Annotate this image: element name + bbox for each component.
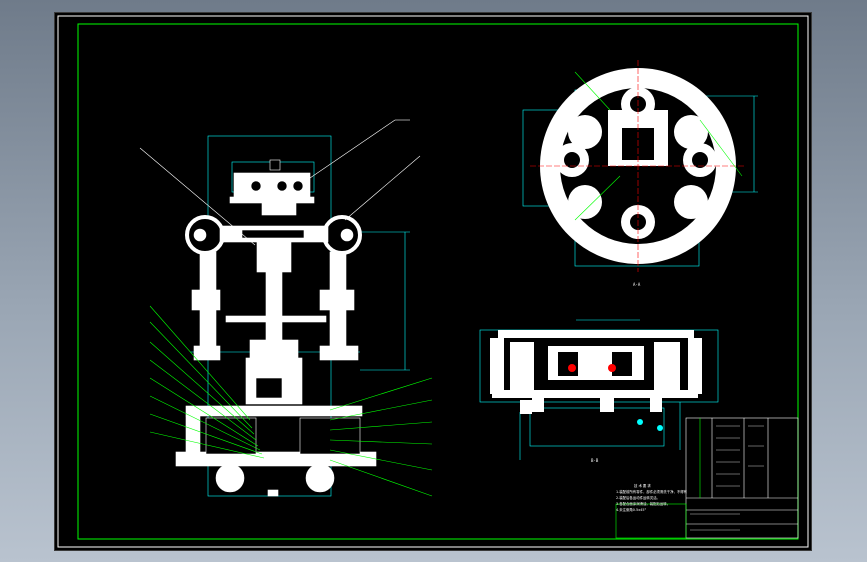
tech-req-line-3: 3.各配合面涂润滑油，装配后运转。	[616, 502, 671, 506]
tech-req-line-4: 4.未注倒角0.5x45°	[616, 508, 647, 512]
section-label-a-a: A-A	[633, 282, 641, 287]
technical-requirements: 技 术 要 求 1.装配前所有零件，部件必须清洗干净，不得有 2.装配后各运动件…	[616, 483, 688, 513]
outer-frame	[57, 15, 809, 548]
tech-req-line-2: 2.装配后各运动件运转灵活。	[616, 496, 660, 500]
inner-frame	[77, 23, 799, 540]
section-view-a-a	[522, 60, 758, 272]
tech-req-title: 技 术 要 求	[634, 484, 651, 488]
leader-lines	[149, 305, 433, 497]
front-view-assembly	[175, 135, 410, 497]
tech-req-line-1: 1.装配前所有零件，部件必须清洗干净，不得有	[616, 490, 688, 494]
section-label-b-b: B-B	[591, 458, 599, 463]
title-block	[615, 417, 799, 539]
section-view-b-b	[479, 319, 719, 460]
